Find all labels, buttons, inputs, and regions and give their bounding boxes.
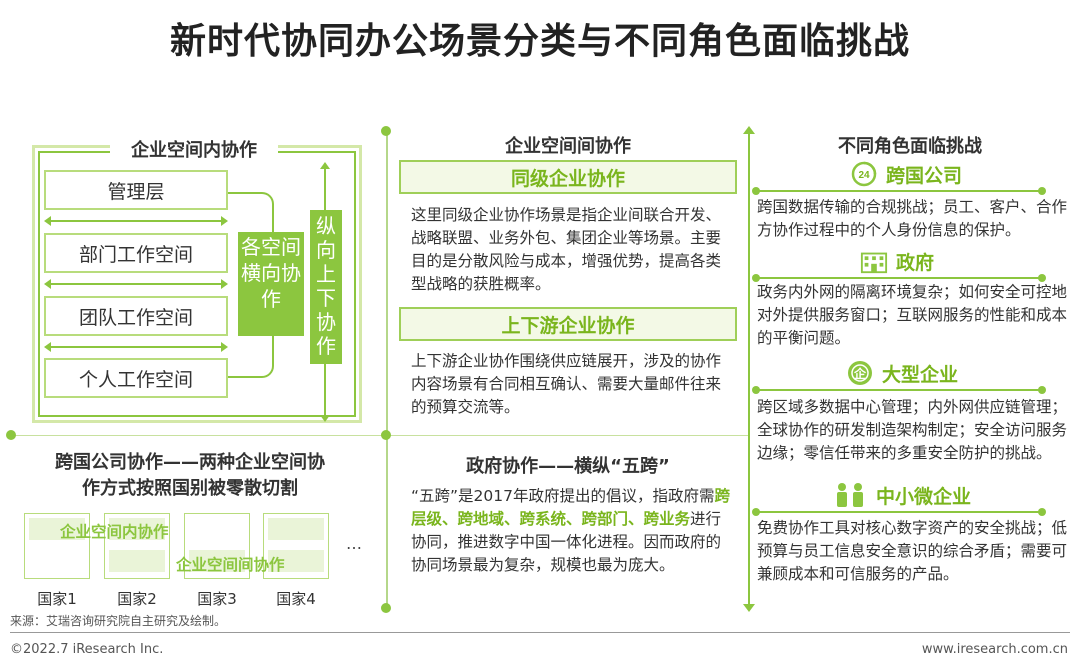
role-name: 跨国公司 bbox=[886, 164, 963, 187]
divider-dot-bottom bbox=[381, 603, 391, 613]
role-government-header: 政府 bbox=[860, 247, 934, 275]
country-label-3: 国家3 bbox=[197, 590, 237, 608]
h-double-arrow-2 bbox=[44, 279, 228, 289]
svg-text:24: 24 bbox=[858, 170, 870, 181]
cross-border-heading-2: 作方式按照国别被零散切割 bbox=[82, 478, 298, 499]
footer-copyright: ©2022.7 iResearch Inc. bbox=[10, 642, 164, 657]
gov-text-part-a: “五跨”是2017年政府提出的倡议，指政府需 bbox=[411, 487, 715, 505]
role-divider-3 bbox=[752, 386, 1046, 394]
horizontal-collab-tag: 各空间横向协作 bbox=[238, 232, 304, 336]
challenges-heading: 不同角色面临挑战 bbox=[838, 136, 982, 157]
supply-collab-title: 上下游企业协作 bbox=[399, 307, 737, 341]
h-double-arrow-3 bbox=[44, 342, 228, 352]
role-enterprise-text: 跨区域多数据中心管理；内外网供应链管理；全球协作的研发制造架构制定；安全访问服务… bbox=[757, 398, 1068, 462]
divider-dot-left bbox=[6, 430, 16, 440]
cross-border-heading-1: 跨国公司协作——两种企业空间协 bbox=[55, 452, 325, 473]
between-collab-heading: 企业空间间协作 bbox=[505, 136, 631, 157]
inner-collab-heading: 企业空间内协作 bbox=[131, 140, 257, 161]
country-label-1: 国家1 bbox=[37, 590, 77, 608]
country-box-3 bbox=[184, 513, 250, 579]
level-department: 部门工作空间 bbox=[44, 233, 228, 273]
clock-24-icon: 24 bbox=[850, 160, 878, 188]
role-name: 大型企业 bbox=[882, 363, 959, 386]
people-icon bbox=[832, 481, 868, 509]
more-countries-ellipsis: … bbox=[346, 534, 362, 553]
role-multinational-header: 24 跨国公司 bbox=[850, 160, 962, 188]
source-note: 来源：艾瑞咨询研究院自主研究及绘制。 bbox=[10, 614, 227, 628]
country-box-1 bbox=[24, 513, 90, 579]
peer-collab-text: 这里同级企业协作场景是指企业间联合开发、战略联盟、业务外包、集团企业等场景。主要… bbox=[411, 206, 722, 293]
gov-text-highlight: 跨层级、跨地域、跨系统、跨部门、跨业务 bbox=[411, 487, 731, 528]
overlay-between-label: 企业空间间协作 bbox=[176, 556, 285, 574]
level-personal: 个人工作空间 bbox=[44, 358, 228, 398]
footer-website: www.iresearch.com.cn bbox=[921, 642, 1068, 657]
gov-collab-text: “五跨”是2017年政府提出的倡议，指政府需跨层级、跨地域、跨系统、跨部门、跨业… bbox=[411, 485, 733, 577]
country-label-4: 国家4 bbox=[276, 590, 316, 608]
h-double-arrow-1 bbox=[44, 216, 228, 226]
role-government-text: 政务内外网的隔离环境复杂；如何安全可控地对外提供服务窗口；互联网服务的性能和成本… bbox=[757, 283, 1068, 347]
role-divider-1 bbox=[752, 187, 1046, 195]
government-building-icon bbox=[860, 247, 888, 275]
level-management: 管理层 bbox=[44, 170, 228, 210]
role-multinational-text: 跨国数据传输的合规挑战；员工、客户、合作方协作过程中的个人身份信息的保护。 bbox=[757, 198, 1068, 239]
overlay-inner-label: 企业空间内协作 bbox=[60, 523, 169, 541]
frame-title-background bbox=[110, 136, 278, 158]
country-box-4 bbox=[263, 513, 329, 579]
enterprise-icon: 企 bbox=[846, 359, 874, 387]
footer-divider bbox=[10, 632, 1070, 633]
middle-divider bbox=[386, 130, 388, 608]
level-team: 团队工作空间 bbox=[44, 296, 228, 336]
peer-collab-title: 同级企业协作 bbox=[399, 160, 737, 194]
supply-collab-text: 上下游企业协作围绕供应链展开，涉及的协作内容场景有合同相互确认、需要大量邮件往来… bbox=[411, 352, 722, 416]
divider-dot-center bbox=[381, 430, 391, 440]
role-divider-4 bbox=[752, 508, 1046, 516]
gov-text-part-b: 进行协同，推进数字中国一体化进程。因而政府的协同场景最为复杂，规模也最为庞大。 bbox=[411, 510, 722, 574]
country-label-2: 国家2 bbox=[117, 590, 157, 608]
role-divider-2 bbox=[752, 274, 1046, 282]
vertical-collab-tag: 纵向上下协作 bbox=[310, 210, 342, 364]
divider-dot-top bbox=[381, 126, 391, 136]
role-name: 政府 bbox=[896, 251, 935, 274]
role-sme-text: 免费协作工具对核心数字资产的安全挑战；低预算与员工信息安全意识的综合矛盾；需要可… bbox=[757, 519, 1068, 583]
page-title: 新时代协同办公场景分类与不同角色面临挑战 bbox=[169, 21, 910, 62]
role-enterprise-header: 企 大型企业 bbox=[846, 359, 958, 387]
svg-text:企: 企 bbox=[853, 366, 867, 381]
gov-collab-heading: 政府协作——横纵“五跨” bbox=[466, 456, 670, 477]
horizontal-divider bbox=[10, 435, 748, 436]
role-name: 中小微企业 bbox=[876, 485, 972, 508]
country-box-2 bbox=[104, 513, 170, 579]
right-divider-arrow bbox=[743, 126, 755, 612]
role-sme-header: 中小微企业 bbox=[832, 481, 971, 509]
